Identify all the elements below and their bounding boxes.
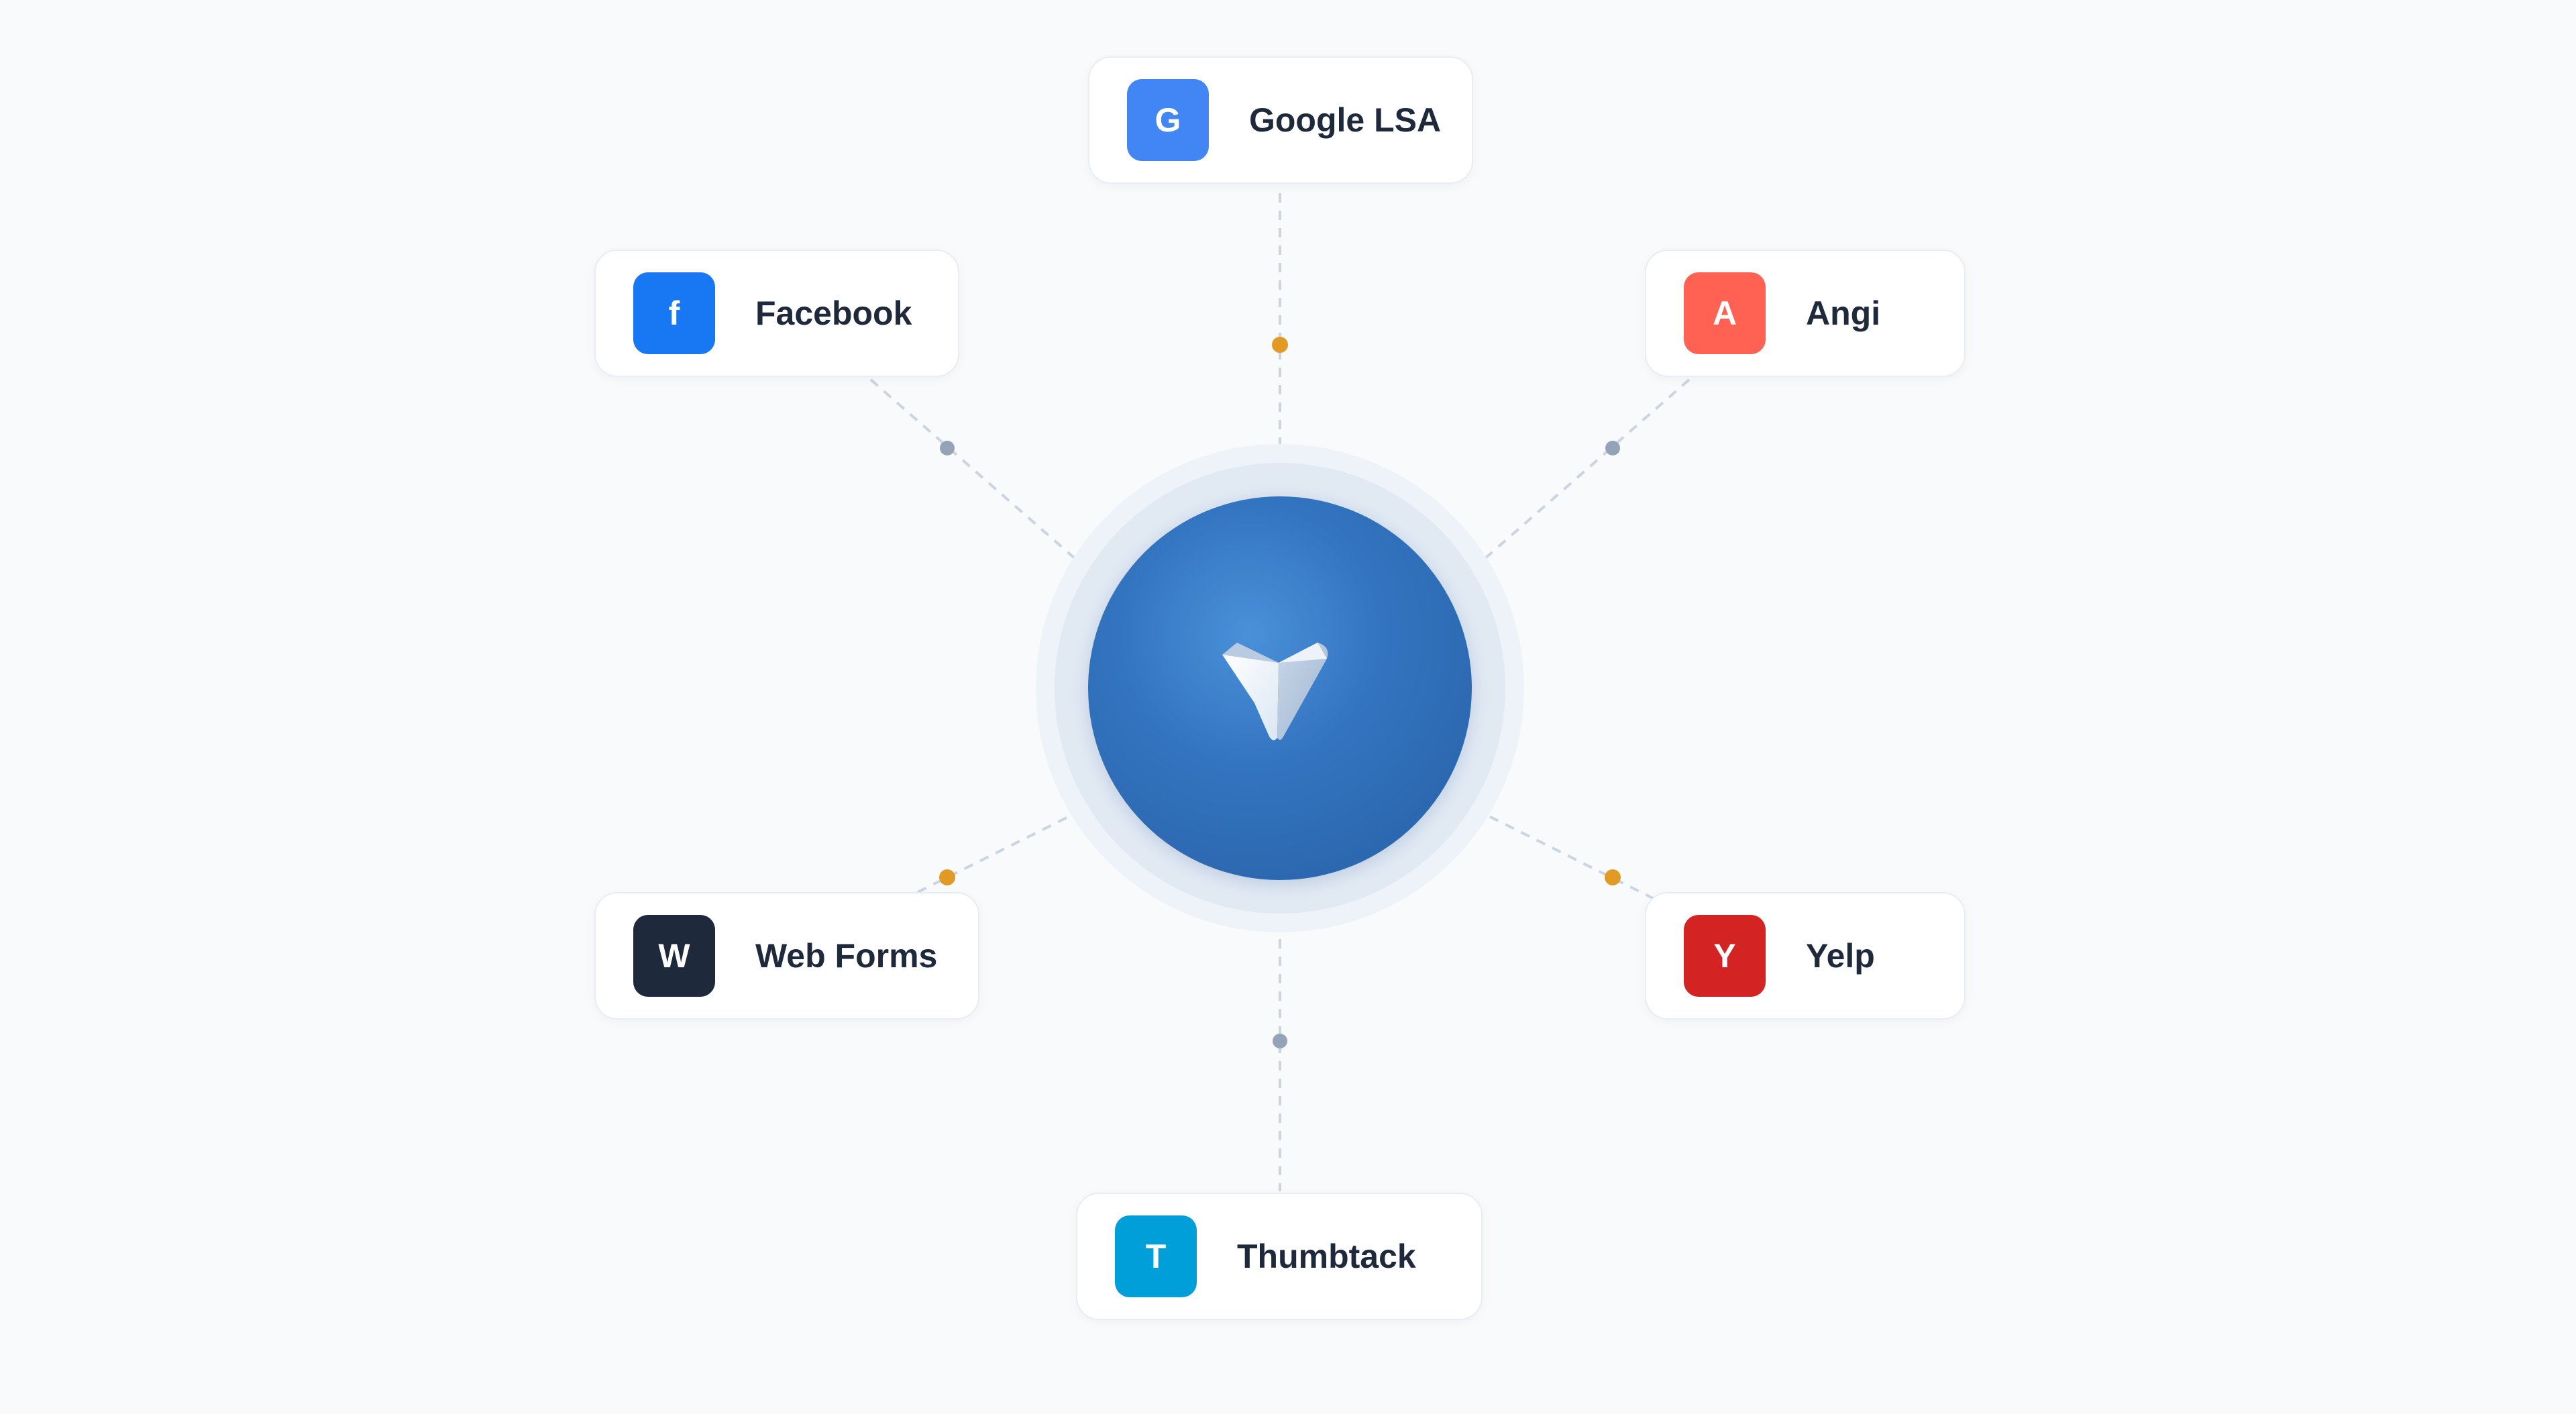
source-label-web-forms: Web Forms bbox=[755, 937, 938, 975]
connector-dot-thumbtack bbox=[1273, 1034, 1287, 1048]
web-forms-icon: W bbox=[633, 915, 715, 997]
source-label-facebook: Facebook bbox=[755, 294, 912, 332]
connector-dot-yelp bbox=[1605, 869, 1621, 885]
source-label-yelp: Yelp bbox=[1806, 937, 1875, 975]
paper-plane-icon bbox=[1222, 643, 1328, 741]
source-label-thumbtack: Thumbtack bbox=[1237, 1238, 1416, 1275]
source-card-thumbtack[interactable]: T Thumbtack bbox=[1076, 1193, 1483, 1320]
connector-dot-google bbox=[1272, 337, 1288, 353]
connector-angi bbox=[1472, 378, 1690, 570]
connector-dot-webforms bbox=[939, 869, 955, 885]
source-card-yelp[interactable]: Y Yelp bbox=[1645, 892, 1966, 1020]
yelp-icon: Y bbox=[1684, 915, 1766, 997]
angi-icon: A bbox=[1684, 272, 1766, 354]
connector-webforms bbox=[917, 808, 1085, 893]
source-card-angi[interactable]: A Angi bbox=[1645, 250, 1966, 377]
source-card-facebook[interactable]: f Facebook bbox=[594, 250, 959, 377]
source-label-angi: Angi bbox=[1806, 294, 1881, 332]
facebook-icon: f bbox=[633, 272, 715, 354]
connector-facebook bbox=[869, 378, 1088, 570]
source-card-google-lsa[interactable]: G Google LSA bbox=[1088, 56, 1473, 184]
source-card-web-forms[interactable]: W Web Forms bbox=[594, 892, 979, 1020]
connector-yelp bbox=[1474, 808, 1655, 900]
connector-dot-angi bbox=[1605, 441, 1620, 455]
connector-dot-facebook bbox=[940, 441, 955, 455]
thumbtack-icon: T bbox=[1115, 1215, 1197, 1297]
source-label-google-lsa: Google LSA bbox=[1249, 101, 1442, 139]
google-icon: G bbox=[1127, 79, 1209, 161]
